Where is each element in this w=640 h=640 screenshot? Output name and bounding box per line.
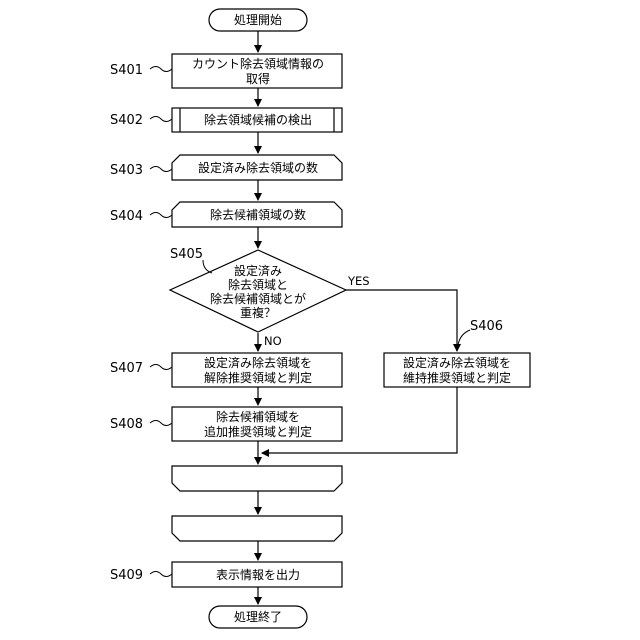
step-id-s406: S406 (470, 319, 503, 334)
loop-end-box-2 (172, 516, 342, 541)
s401-text-line2: 取得 (246, 71, 270, 86)
step-label-leaders (150, 67, 470, 577)
s405-text-line1: 設定済み (234, 263, 282, 278)
step-id-s401: S401 (110, 63, 143, 78)
step-id-s409: S409 (110, 568, 143, 583)
step-id-s405: S405 (170, 247, 203, 262)
leader-s406 (458, 330, 470, 345)
step-id-s403: S403 (110, 163, 143, 178)
s405-text-line3: 除去候補領域とが (210, 291, 306, 306)
leader-s404 (150, 213, 172, 218)
s404-text: 除去候補領域の数 (210, 207, 306, 222)
loop-end-box-1 (172, 466, 342, 491)
s408-text-line1: 除去候補領域を (216, 409, 300, 424)
leader-s403 (150, 167, 172, 172)
s405-text-line2: 除去領域と (228, 277, 288, 292)
no-branch-label: NO (264, 334, 282, 348)
yes-branch-label: YES (347, 274, 370, 288)
s405-text-line4: 重複？ (240, 305, 276, 320)
start-label: 処理開始 (234, 13, 282, 27)
leader-s407 (150, 365, 172, 370)
step-ids: S401 S402 S403 S404 S405 S406 S407 S408 … (110, 63, 503, 583)
s402-text: 除去領域候補の検出 (204, 112, 312, 127)
s407-text-line1: 設定済み除去領域を (204, 355, 312, 370)
step-id-s404: S404 (110, 209, 143, 224)
leader-s409 (150, 572, 172, 577)
s408-text-line2: 追加推奨領域と判定 (204, 424, 312, 439)
step-id-s402: S402 (110, 113, 143, 128)
s401-text-line1: カウント除去領域情報の (192, 56, 324, 71)
leader-s408 (150, 421, 172, 426)
s406-text-line1: 設定済み除去領域を (403, 355, 511, 370)
s407-text-line2: 解除推奨領域と判定 (204, 370, 312, 385)
step-id-s408: S408 (110, 417, 143, 432)
s406-text-line2: 維持推奨領域と判定 (403, 370, 511, 385)
s409-text: 表示情報を出力 (216, 568, 300, 582)
leader-s401 (150, 67, 172, 72)
step-id-s407: S407 (110, 361, 143, 376)
s403-text: 設定済み除去領域の数 (198, 160, 318, 175)
leader-s402 (150, 117, 172, 122)
end-label: 処理終了 (234, 609, 282, 624)
arrow-s405-yes-to-s406 (346, 290, 457, 351)
